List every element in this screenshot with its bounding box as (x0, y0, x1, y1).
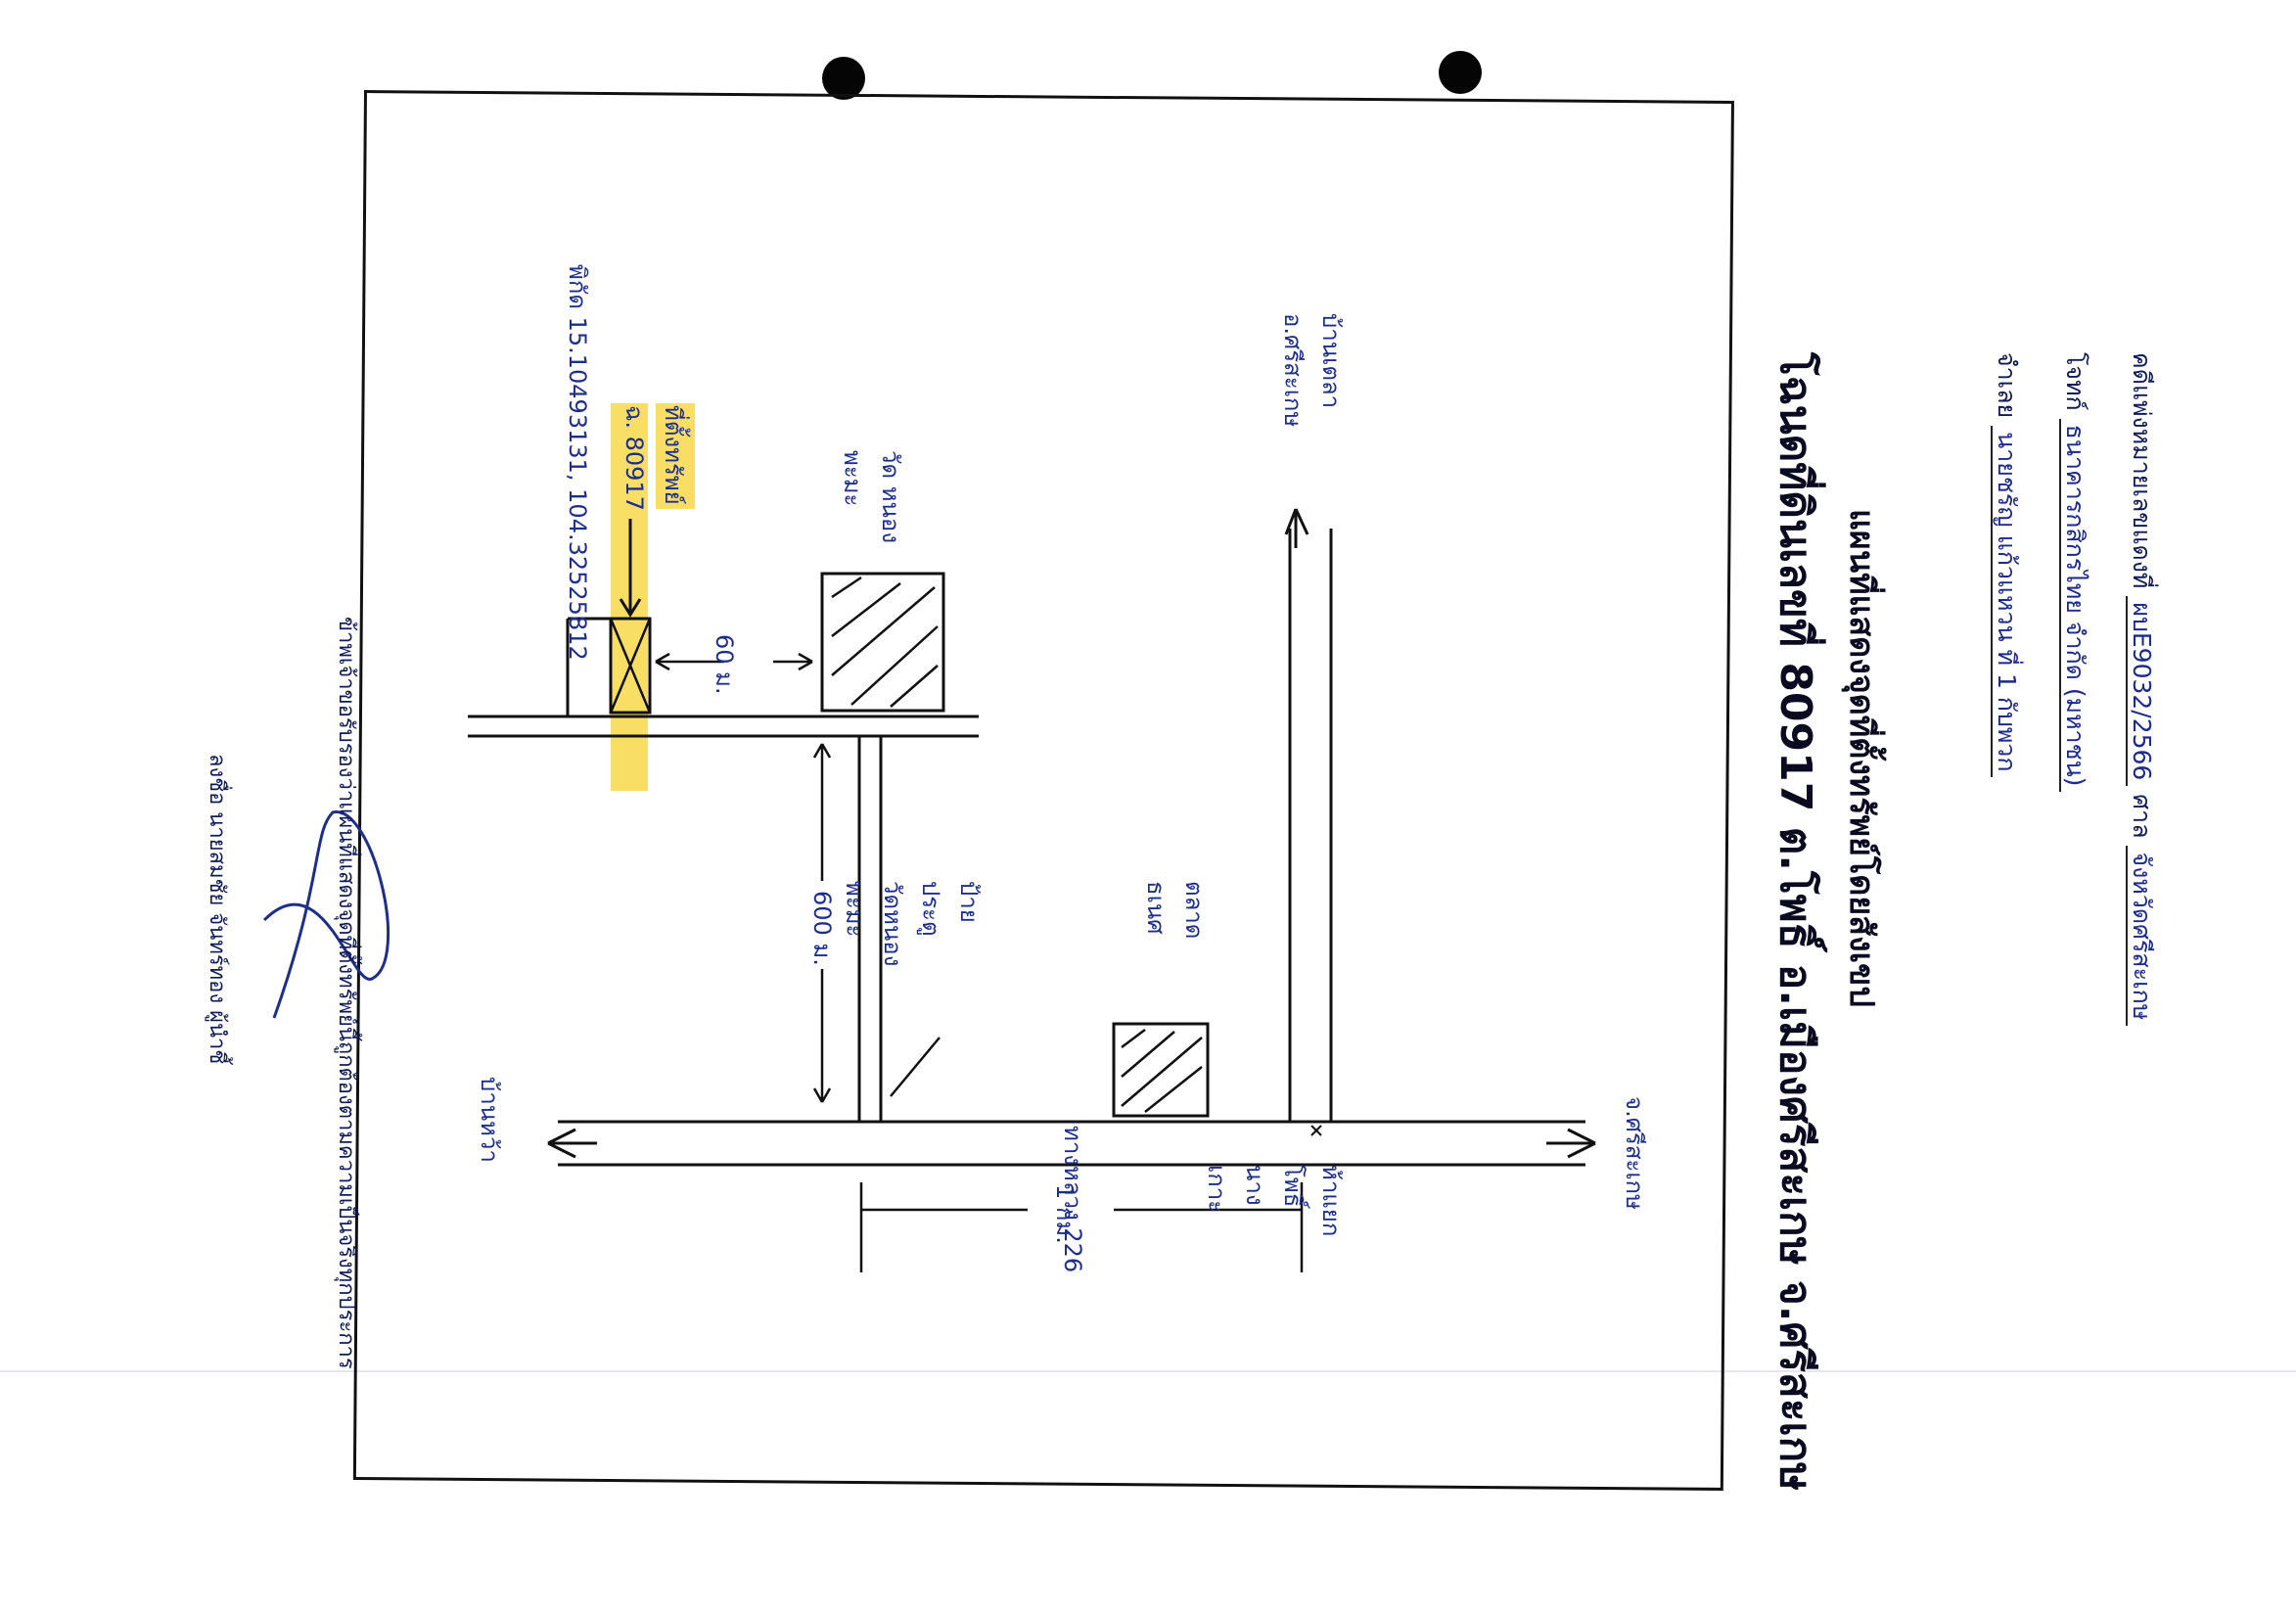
defendant-name: นายชรัญ แก้วแหวน ที่ 1 กับพวก (1991, 426, 2021, 778)
label-market: ตลาด ธเนศ (1142, 881, 1208, 940)
label-dist-60: 60 ม. (711, 634, 738, 695)
signature-scribble (262, 810, 390, 1019)
punch-hole-right (1439, 51, 1482, 94)
certification-note: ข้าพเจ้าขอรับรองว่าแผนที่แสดงจุดที่ตั้งท… (334, 617, 358, 1369)
market-block (1112, 1022, 1210, 1118)
arrow-right-icon (1546, 1128, 1596, 1159)
arrow-up-icon (1284, 508, 1309, 548)
arrow-left-icon (547, 1128, 597, 1159)
page-fold (0, 1370, 2296, 1372)
sign-pointer (890, 1037, 941, 1097)
property-parcel (609, 617, 652, 715)
x-mark-icon (1310, 1125, 1322, 1136)
property-label-highlight (656, 403, 695, 509)
label-to-city: จ.ศรีสะเกษ (1621, 1096, 1648, 1210)
plaintiff-name: ธนาคารกสิกรไทย จำกัด (มหาชน) (2059, 418, 2089, 793)
deed-title: โฉนดที่ดินเลขที่ 80917 ต.โพธิ์ อ.เมืองศร… (1770, 352, 1820, 1492)
case-number-line: คดีแพ่งหมายเลขแดงที่ ผบE9032/2566 ศาล จั… (2122, 352, 2161, 1027)
market-hatch (1121, 1029, 1203, 1113)
punch-hole-left (822, 57, 865, 100)
case-label: คดีแพ่งหมายเลขแดงที่ (2128, 352, 2156, 589)
plaintiff-label: โจทก์ (2061, 352, 2089, 411)
label-to-ban: บ้านเตลา อ.ศรีสะเกษ (1279, 313, 1345, 428)
property-x-b (609, 618, 652, 714)
label-deed-no: ฉ. 80917 (620, 405, 648, 511)
plaintiff-line: โจทก์ ธนาคารกสิกรไทย จำกัด (มหาชน) (2055, 352, 2094, 793)
map-title: แผนที่แสดงจุดที่ตั้งทรัพย์โดยสังเขป (1842, 509, 1881, 1008)
signer-line: ลงชื่อ นายสมชัย จันทร์ทอง ผู้นำชี้ (205, 754, 229, 1065)
temple-block (820, 572, 945, 713)
label-khok: ห้าแยกโพธิ์ นางเกาะ (1203, 1165, 1345, 1237)
label-coords: พิกัด 15.10493131, 104.32525812 (564, 264, 591, 661)
label-temple: วัด หนองพะมะ (839, 450, 904, 544)
label-sign: ป้ายประตู วัดหนองพะมะ (841, 881, 983, 967)
label-to-south: บ้านหว้า (476, 1077, 503, 1163)
court-label: ศาล (2128, 794, 2156, 839)
label-property: ที่ตั้งทรัพย์ (660, 405, 687, 505)
dim-60-line (655, 652, 813, 671)
defendant-label: จำเลย (1993, 352, 2021, 419)
court-name: จังหวัดศรีสะเกษ (2126, 846, 2156, 1027)
dim-1km-line (859, 1182, 1304, 1272)
label-dist-1km: 1 กม. (1051, 1184, 1079, 1244)
property-pointer-arrow (619, 519, 642, 618)
dim-600-line (812, 743, 832, 1103)
defendant-line: จำเลย นายชรัญ แก้วแหวน ที่ 1 กับพวก (1987, 352, 2026, 778)
temple-hatch (831, 576, 939, 708)
case-number: ผบE9032/2566 (2126, 596, 2156, 787)
